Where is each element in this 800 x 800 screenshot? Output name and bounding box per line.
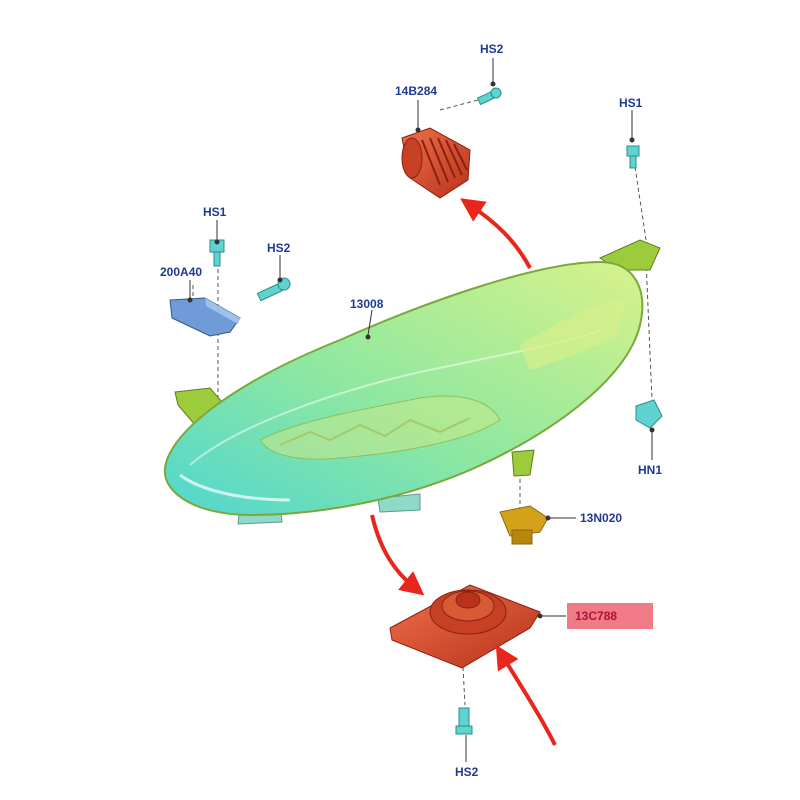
assembly-lines xyxy=(192,99,653,706)
label-hs1-right: HS1 xyxy=(619,96,643,110)
red-arrows xyxy=(370,198,557,746)
part-13n020-clip xyxy=(499,505,549,545)
arrow-to-13c788 xyxy=(370,514,425,596)
label-hn1: HN1 xyxy=(638,463,663,477)
label-13c788-highlighted: 13C788 xyxy=(567,603,653,629)
label-hs1-left: HS1 xyxy=(203,205,227,219)
label-14b284: 14B284 xyxy=(395,84,438,98)
screw-hs1-left xyxy=(209,239,225,267)
screw-hs1-right xyxy=(626,145,640,169)
leader-lines xyxy=(187,58,655,762)
label-13008: 13008 xyxy=(350,297,384,311)
part-14b284-module xyxy=(401,127,471,199)
part-13c788-base xyxy=(389,584,541,669)
nut-hn1 xyxy=(635,399,663,429)
arrow-pointing-13c788 xyxy=(495,644,557,746)
screw-hs2-top xyxy=(476,87,502,106)
screw-hs2-bottom xyxy=(455,707,473,735)
arrow-to-14b284 xyxy=(460,198,532,269)
label-hs2-top: HS2 xyxy=(480,42,504,56)
label-13n020: 13N020 xyxy=(580,511,623,525)
part-200a40-bracket xyxy=(169,297,241,337)
label-hs2-bottom: HS2 xyxy=(455,765,479,779)
label-200a40: 200A40 xyxy=(160,265,203,279)
screw-hs2-left xyxy=(256,277,291,302)
label-hs2-left: HS2 xyxy=(267,241,291,255)
headlamp-assembly-13008 xyxy=(163,239,661,525)
